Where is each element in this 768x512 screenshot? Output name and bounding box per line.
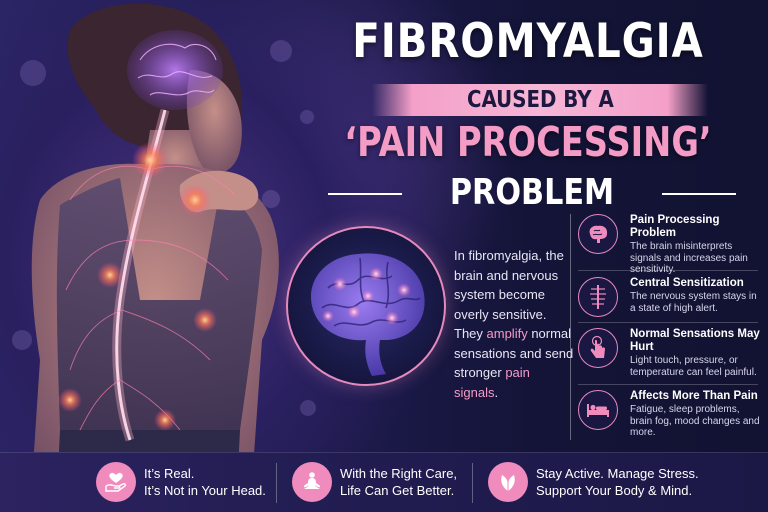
brain-icon <box>578 214 618 254</box>
brain-illustration <box>286 226 446 386</box>
bokeh-dot <box>270 40 292 62</box>
description-part-2: normal sensations and send stronger <box>454 326 574 380</box>
column-divider <box>570 214 571 440</box>
problem-heading: PROBLEM <box>328 172 736 214</box>
bottom-bar: It’s Real. It’s Not in Your Head. With t… <box>0 452 768 512</box>
description-highlight-pain-signals: pain signals <box>454 365 530 400</box>
description-part-3: . <box>494 384 499 400</box>
feature-body: Fatigue, sleep problems, brain fog, mood… <box>630 404 760 439</box>
decorative-line-left <box>328 193 402 195</box>
bottom-item-text: With the Right Care, Life Can Get Better… <box>340 465 457 499</box>
feature-heading: Central Sensitization <box>630 277 744 289</box>
description-highlight-amplify: amplify <box>486 326 528 341</box>
bokeh-dot <box>300 110 314 124</box>
bokeh-dot <box>300 400 316 416</box>
bottom-line-2: It’s Not in Your Head. <box>144 483 266 498</box>
bed-icon <box>578 390 618 430</box>
spine-icon <box>578 277 618 317</box>
decorative-line-right <box>662 193 736 195</box>
bottom-line-2: Support Your Body & Mind. <box>536 483 693 498</box>
description-part-1: In fibromyalgia, the brain and nervous s… <box>454 248 564 341</box>
bottom-item-text: It’s Real. It’s Not in Your Head. <box>144 465 266 499</box>
bottom-line-2: Life Can Get Better. <box>340 483 455 498</box>
bottom-item-text: Stay Active. Manage Stress. Support Your… <box>536 465 699 499</box>
feature-text: Normal Sensations May Hurt Light touch, … <box>630 328 762 378</box>
feature-heading: Normal Sensations May Hurt <box>630 328 760 353</box>
brain-graphic <box>311 253 425 376</box>
bottom-line-1: Stay Active. Manage Stress. <box>536 466 699 481</box>
subtitle-banner: CAUSED BY A <box>372 84 708 116</box>
feature-normal-sensations: Normal Sensations May Hurt Light touch, … <box>578 328 764 384</box>
feature-body: Light touch, pressure, or temperature ca… <box>630 355 757 378</box>
feature-pain-processing: Pain Processing Problem The brain misint… <box>578 214 764 275</box>
bokeh-dot <box>20 60 46 86</box>
bottom-line-1: With the Right Care, <box>340 466 458 481</box>
feature-separator <box>578 270 758 271</box>
feature-body: The nervous system stays in a state of h… <box>630 291 757 314</box>
problem-word: PROBLEM <box>449 172 615 213</box>
meditation-icon <box>292 462 332 502</box>
touch-hand-icon <box>578 328 618 368</box>
feature-text: Central Sensitization The nervous system… <box>630 277 762 314</box>
bottom-separator <box>276 463 277 503</box>
feature-body: The brain misinterprets signals and incr… <box>630 241 748 276</box>
main-title: FIBROMYALGIA <box>352 14 704 69</box>
feature-heading: Affects More Than Pain <box>630 390 758 402</box>
bottom-separator <box>472 463 473 503</box>
feature-central-sensitization: Central Sensitization The nervous system… <box>578 277 764 323</box>
bokeh-dot <box>12 330 32 350</box>
bokeh-dot <box>262 190 280 208</box>
feature-separator <box>578 384 758 385</box>
bottom-line-1: It’s Real. <box>144 466 195 481</box>
feature-heading: Pain Processing Problem <box>630 214 720 239</box>
leaf-icon <box>488 462 528 502</box>
subtitle-banner-text: CAUSED BY A <box>466 87 614 113</box>
feature-text: Affects More Than Pain Fatigue, sleep pr… <box>630 390 762 439</box>
highlight-title: ‘PAIN PROCESSING’ <box>344 118 712 166</box>
feature-separator <box>578 322 758 323</box>
heart-hand-icon <box>96 462 136 502</box>
feature-affects-more: Affects More Than Pain Fatigue, sleep pr… <box>578 390 764 446</box>
description-text: In fibromyalgia, the brain and nervous s… <box>454 246 574 402</box>
feature-text: Pain Processing Problem The brain misint… <box>630 214 762 276</box>
woman-illustration <box>30 3 279 512</box>
